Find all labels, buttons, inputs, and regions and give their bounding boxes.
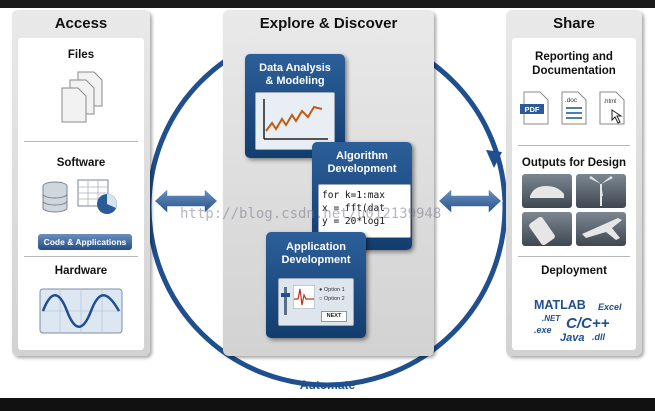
next-button[interactable]: NEXT bbox=[321, 311, 347, 322]
deployment-title: Deployment bbox=[541, 265, 607, 277]
access-content: Files Software bbox=[18, 38, 144, 350]
access-divider-2 bbox=[24, 256, 138, 257]
application-title-line1: Application bbox=[286, 241, 346, 253]
app-signal-icon bbox=[293, 285, 315, 309]
files-title: Files bbox=[67, 49, 95, 61]
share-title: Share bbox=[553, 15, 595, 32]
app-ui-preview: ● Option 1 ○ Option 2 NEXT bbox=[278, 278, 354, 326]
doc-file-icon: .doc bbox=[561, 91, 587, 125]
doc-label: .doc bbox=[565, 97, 578, 104]
format-exe: .exe bbox=[534, 325, 552, 335]
database-icon bbox=[42, 181, 68, 213]
html-file-icon: .html bbox=[599, 91, 625, 125]
top-bar bbox=[0, 0, 655, 8]
files-icon bbox=[61, 71, 103, 123]
right-double-arrow bbox=[436, 186, 504, 216]
option-2-label: Option 2 bbox=[323, 296, 345, 302]
data-analysis-title-line1: Data Analysis bbox=[259, 62, 331, 74]
option-1-label: Option 1 bbox=[323, 287, 345, 293]
left-double-arrow bbox=[152, 186, 220, 216]
format-excel: Excel bbox=[598, 302, 622, 312]
plot-chart-icon bbox=[256, 93, 334, 149]
algorithm-title-line2: Development bbox=[327, 163, 397, 175]
format-matlab: MATLAB bbox=[534, 298, 586, 312]
spreadsheet-icon bbox=[77, 179, 117, 214]
software-title: Software bbox=[56, 157, 106, 169]
application-card[interactable]: Application Development ● Option 1 ○ Opt… bbox=[266, 232, 366, 338]
automate-label: Automate bbox=[299, 378, 356, 392]
pdf-label: PDF bbox=[525, 105, 540, 114]
access-divider-1 bbox=[24, 141, 138, 142]
share-divider-2 bbox=[518, 256, 630, 257]
cycle-arrowhead-right bbox=[486, 150, 502, 168]
reporting-title-line1: Reporting and bbox=[535, 51, 613, 63]
app-slider bbox=[284, 287, 287, 315]
explore-title: Explore & Discover bbox=[259, 15, 398, 32]
share-divider-1 bbox=[518, 145, 630, 146]
access-title: Access bbox=[54, 15, 108, 32]
data-analysis-card[interactable]: Data Analysis & Modeling bbox=[245, 54, 345, 158]
access-panel: Access Files Software bbox=[12, 10, 150, 356]
bottom-bar bbox=[0, 398, 655, 411]
oscilloscope-icon bbox=[39, 288, 123, 334]
code-line-2: x = fft(dat bbox=[322, 203, 385, 214]
share-content: Reporting and Documentation PDF .doc .ht… bbox=[512, 38, 636, 350]
html-label: .html bbox=[603, 99, 616, 105]
option-1-radio[interactable]: ● Option 1 bbox=[319, 287, 345, 293]
reporting-title-line2: Documentation bbox=[532, 65, 616, 77]
watermark: http://blog.csdn.net/u012139948 bbox=[180, 206, 442, 222]
option-2-radio[interactable]: ○ Option 2 bbox=[319, 296, 345, 302]
app-slider-knob bbox=[281, 293, 290, 297]
format-net: .NET bbox=[542, 314, 561, 323]
algorithm-code: for k=1:max x = fft(dat y = 20*log1 bbox=[318, 184, 411, 238]
application-title-line2: Development bbox=[281, 254, 351, 266]
hardware-title: Hardware bbox=[54, 265, 108, 277]
format-cpp: C/C++ bbox=[566, 315, 610, 332]
data-analysis-plot bbox=[255, 92, 335, 150]
code-line-3: y = 20*log1 bbox=[322, 216, 385, 227]
code-line-1: for k=1:max bbox=[322, 190, 385, 201]
share-panel: Share Reporting and Documentation PDF .d… bbox=[506, 10, 642, 356]
outputs-design-title: Outputs for Design bbox=[521, 157, 627, 169]
algorithm-title-line1: Algorithm bbox=[336, 150, 388, 162]
format-dll: .dll bbox=[592, 332, 605, 342]
format-java: Java bbox=[560, 332, 585, 344]
data-analysis-title-line2: & Modeling bbox=[265, 75, 325, 87]
code-applications-button[interactable]: Code & Applications bbox=[38, 234, 132, 250]
design-outputs-icon bbox=[522, 174, 626, 246]
pdf-doc-icon: PDF bbox=[520, 91, 549, 125]
